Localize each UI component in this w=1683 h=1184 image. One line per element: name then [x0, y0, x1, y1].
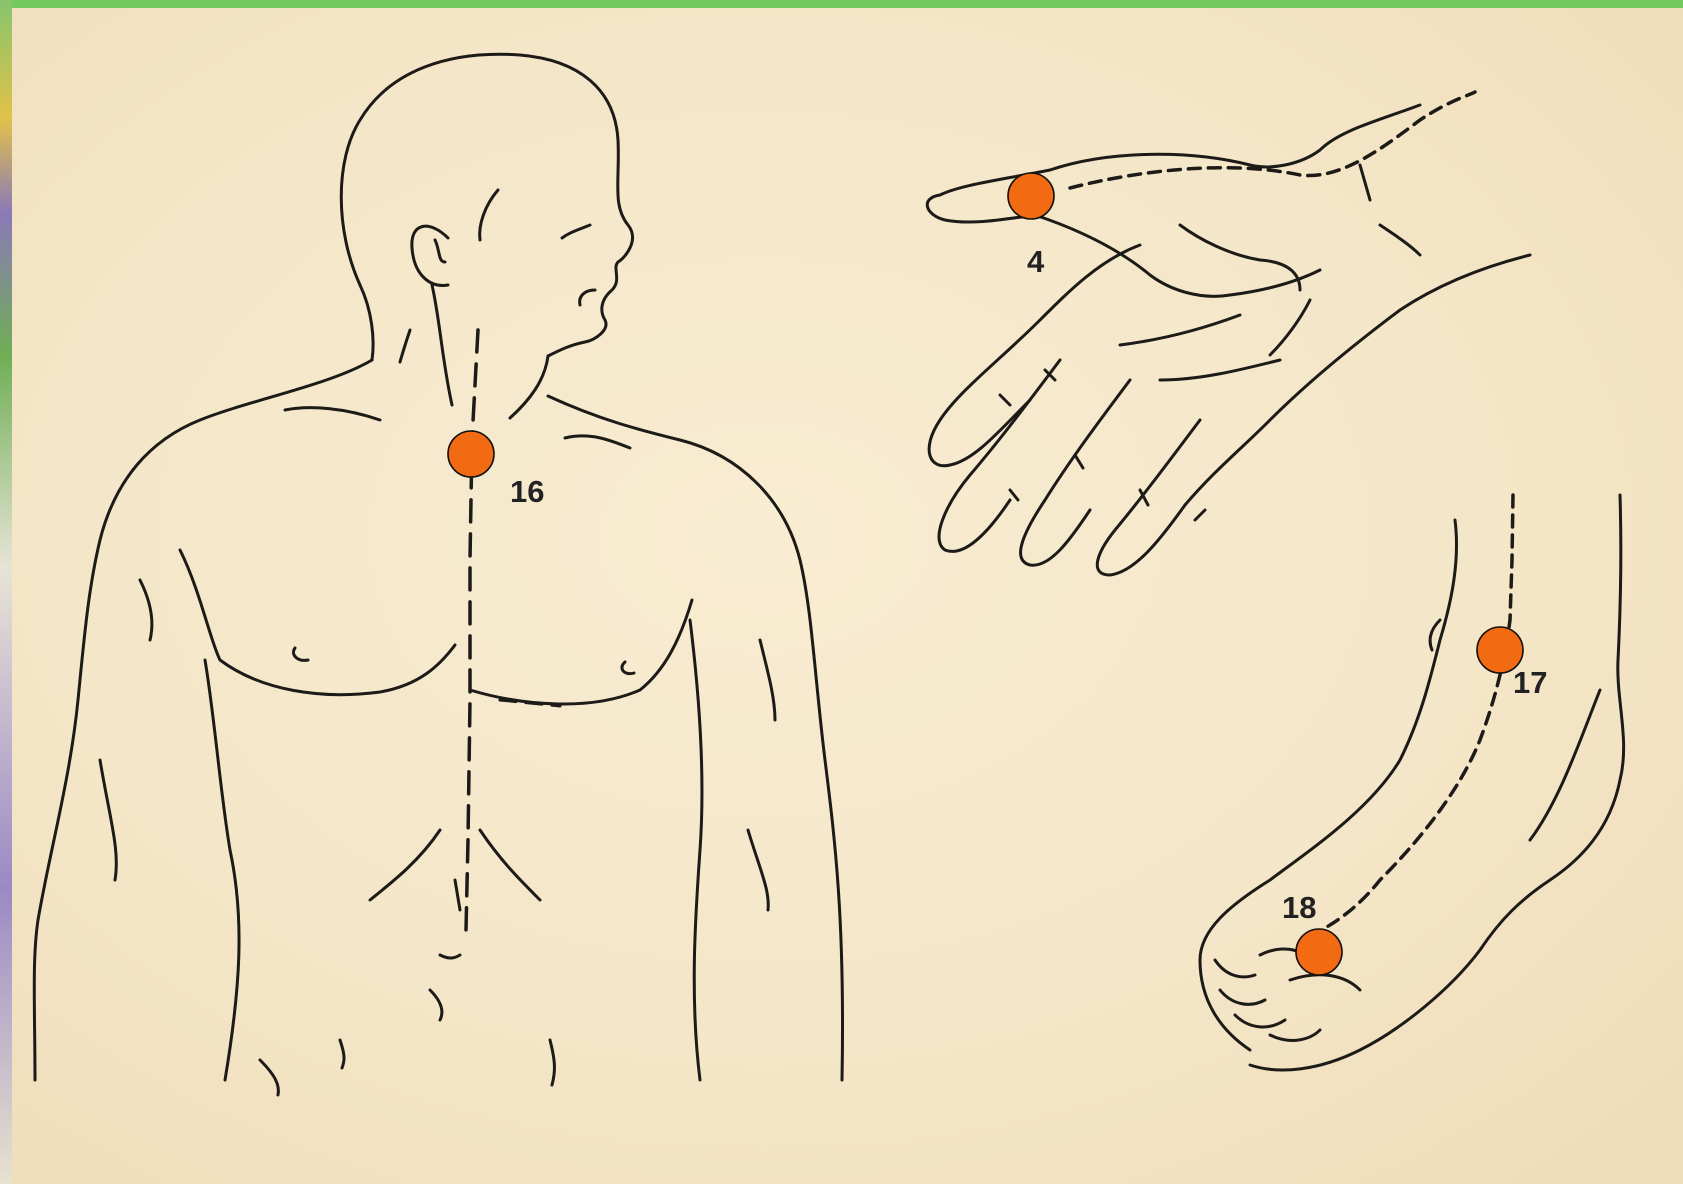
marker-17[interactable]: 17: [1477, 627, 1547, 700]
point-16-label: 16: [510, 474, 544, 509]
point-16-dot: [448, 431, 494, 477]
point-4-label: 4: [1027, 244, 1045, 279]
hand-figure: [927, 92, 1530, 575]
foot-figure: [1200, 495, 1624, 1070]
point-4-dot: [1008, 173, 1054, 219]
point-17-label: 17: [1513, 665, 1547, 700]
marker-16[interactable]: 16: [448, 431, 544, 509]
point-18-label: 18: [1282, 890, 1316, 925]
marker-18[interactable]: 18: [1282, 890, 1342, 975]
marker-4[interactable]: 4: [1008, 173, 1054, 279]
torso-figure: [34, 54, 842, 1095]
point-18-dot: [1296, 929, 1342, 975]
